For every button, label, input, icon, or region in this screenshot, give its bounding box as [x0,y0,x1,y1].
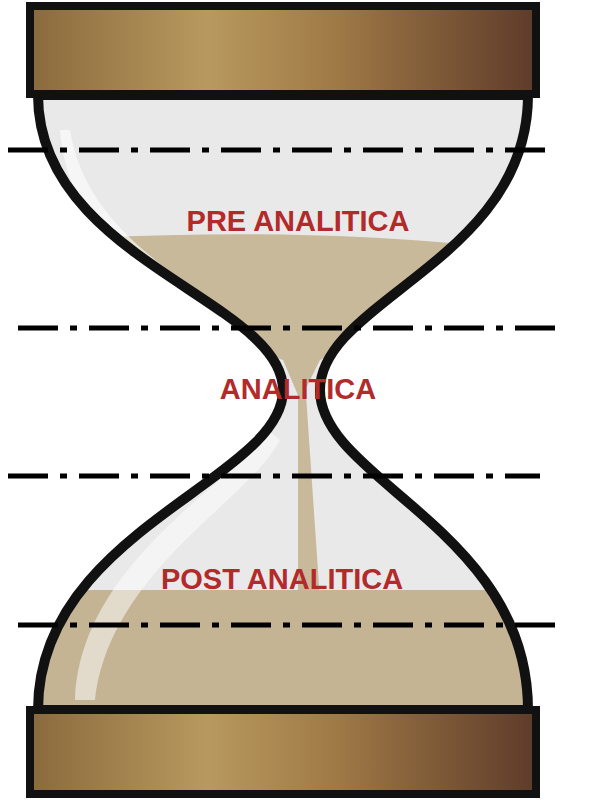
glass-outline [38,95,528,710]
phase-label: ANALITICA [220,374,376,406]
phase-label: POST ANALITICA [161,564,403,596]
phase-divider [8,148,545,153]
bottom-cap [30,710,536,794]
top-cap [30,6,536,94]
phase-divider [8,474,540,479]
phase-divider [18,326,556,331]
phase-label: PRE ANALITICA [187,206,410,238]
phase-divider [18,623,556,628]
